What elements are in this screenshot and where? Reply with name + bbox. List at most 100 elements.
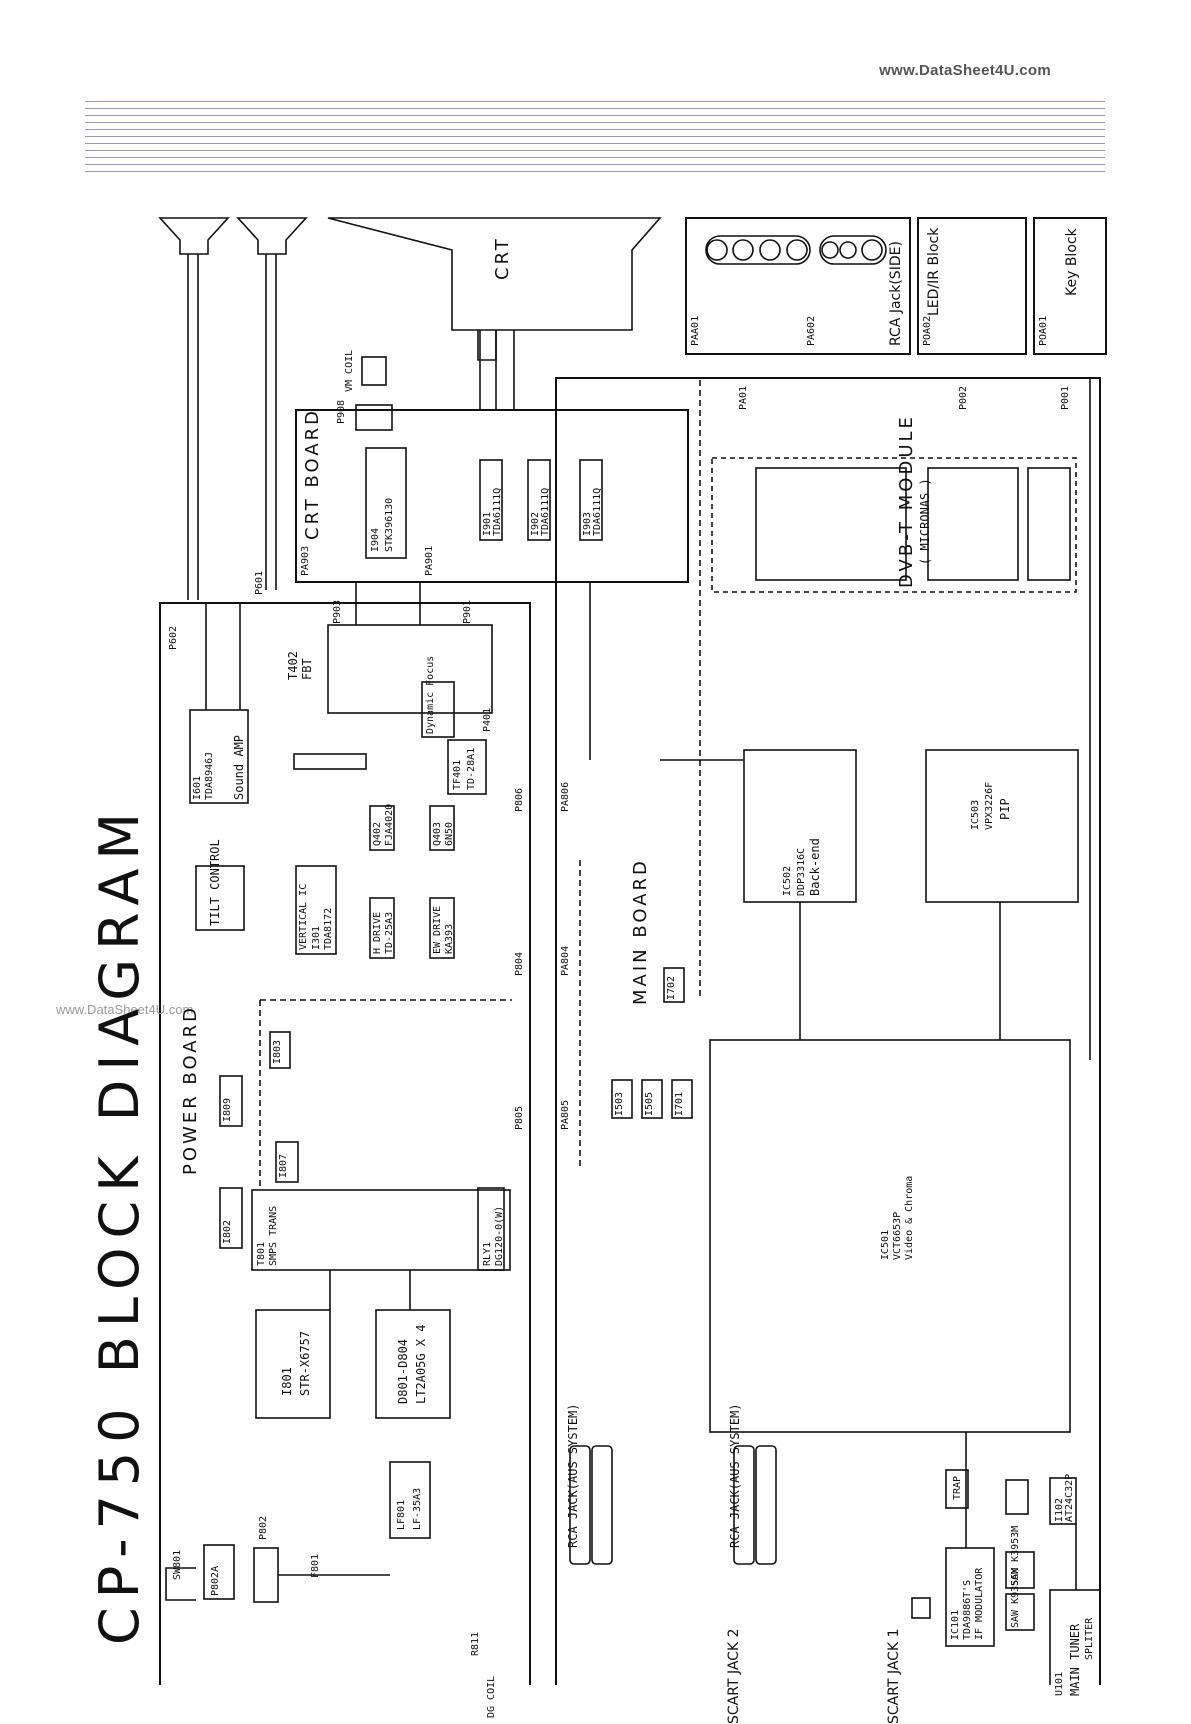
i102-part: AT24C32P — [1064, 1473, 1075, 1522]
crt-tube-label: CRT — [492, 236, 513, 280]
i803-block — [269, 1031, 291, 1069]
vm-coil-block — [361, 356, 387, 386]
f801-label: F801 — [310, 1553, 321, 1578]
rly1-block — [477, 1187, 505, 1271]
connector-p602: P602 — [168, 625, 179, 650]
ew-drive-name: EW DRIVE — [432, 905, 443, 954]
ic501-ref: IC501 — [880, 1229, 891, 1260]
fbt-ref: T402 — [286, 651, 300, 680]
smps-name: SMPS TRANS — [268, 1205, 279, 1266]
ic101-ref: IC101 — [950, 1609, 961, 1640]
connector-p908: P908 — [336, 399, 347, 424]
i801-block — [255, 1309, 331, 1419]
q402-block — [369, 805, 395, 851]
connector-p805: P805 — [514, 1105, 525, 1130]
saw2-block — [1005, 1593, 1035, 1631]
rca-side-frame — [685, 217, 911, 355]
ic101-part: TDA9886T'S — [962, 1579, 973, 1640]
header-rule — [85, 108, 1105, 109]
stk-ref: I904 — [370, 527, 381, 552]
i702-ref: I702 — [666, 975, 677, 1000]
connector-pa804: PA804 — [560, 945, 571, 976]
smps-ref: T801 — [256, 1241, 267, 1266]
rly1-ref: RLY1 — [482, 1241, 493, 1266]
speaker-left-icon — [158, 217, 230, 255]
p802-block — [253, 1547, 279, 1603]
p802-label: P802 — [258, 1515, 269, 1540]
ic502-ref: IC502 — [782, 865, 793, 896]
connector-p002: P002 — [958, 385, 969, 410]
watermark-mid: www.DataSheet4U.com — [56, 1002, 194, 1017]
q403-block — [429, 805, 455, 851]
i803-ref: I803 — [272, 1039, 283, 1064]
i802-ref: I802 — [222, 1219, 233, 1244]
p802a-label: P802A — [210, 1565, 221, 1596]
xtal-block — [1005, 1479, 1029, 1515]
scart2-label: SCART JACK 2 — [726, 1628, 742, 1724]
rly1-part: DG120-0(W) — [494, 1205, 505, 1266]
fbt-name: FBT — [300, 658, 314, 680]
vertical-ic-ref: I301 — [311, 925, 322, 950]
rca2-label: RCA JACK(AUS SYSTEM) — [566, 1403, 580, 1549]
i902-block — [527, 459, 551, 541]
i503-ref: I503 — [614, 1091, 625, 1116]
i801-part: STR-X6757 — [298, 1330, 312, 1396]
i701-block — [671, 1079, 693, 1119]
u101-ref: U101 — [1054, 1671, 1065, 1696]
i809-ref: I809 — [222, 1097, 233, 1122]
ic501-sub: Video & Chroma — [904, 1175, 915, 1260]
scart1-label: SCART JACK 1 — [886, 1628, 902, 1724]
dg-coil-label: DG COIL — [486, 1675, 497, 1718]
header-rule — [85, 129, 1105, 130]
header-rule — [85, 150, 1105, 151]
fbt-block — [327, 624, 493, 714]
i901-part: TDA6111Q — [492, 487, 503, 536]
connector-paa01: PAA01 — [690, 315, 701, 346]
trap-label: TRAP — [952, 1475, 963, 1500]
crt-board-label: CRT BOARD — [302, 407, 323, 540]
header-rule — [85, 101, 1105, 102]
p908-block — [355, 404, 393, 431]
diagram-title: CP-750 BLOCK DIAGRAM — [88, 804, 151, 1645]
key-block-label: Key Block — [1064, 228, 1080, 296]
ic503-name: PIP — [998, 798, 1012, 820]
dvbt-label: DVB-T MODULE — [896, 414, 917, 588]
main-board-label: MAIN BOARD — [630, 858, 651, 1005]
connector-pa805: PA805 — [560, 1099, 571, 1130]
i503-block — [611, 1079, 633, 1119]
rca-side-label: RCA Jack(SIDE) — [888, 241, 904, 346]
q403-ref: Q403 — [432, 821, 443, 846]
header-rule — [85, 157, 1105, 158]
h-drive-block — [369, 897, 395, 959]
vertical-ic-block — [295, 865, 337, 955]
i903-block — [579, 459, 603, 541]
r811-label: R811 — [470, 1631, 481, 1656]
saw2-label: SAW K9356M — [1010, 1567, 1021, 1628]
dvbt-sub-label: ( MICRONAS ) — [918, 478, 932, 565]
connector-poa02: POA02 — [922, 315, 933, 346]
vm-coil-label: VM COIL — [344, 349, 355, 392]
xtal2-block — [911, 1597, 931, 1619]
ic503-part: VPX3226F — [984, 781, 995, 830]
tf401-block — [447, 739, 487, 795]
i702-block — [663, 967, 685, 1003]
u101-block — [1049, 1589, 1101, 1685]
crt-board-frame — [295, 409, 689, 583]
connector-pa806: PA806 — [560, 781, 571, 812]
ew-drive-block — [429, 897, 455, 959]
i901-block — [479, 459, 503, 541]
header-rule — [85, 171, 1105, 172]
vertical-ic-part: TDA8172 — [323, 907, 334, 950]
ic101-sub: IF MODULATOR — [974, 1567, 985, 1640]
sound-amp-part: TDA8946J — [204, 751, 215, 800]
sound-amp-block — [189, 709, 249, 804]
header-rule — [85, 136, 1105, 137]
q403-part: 6N50 — [444, 821, 455, 846]
speaker-right-icon — [236, 217, 308, 255]
diodes-ref: D801-D804 — [396, 1338, 410, 1404]
i807-block — [275, 1141, 299, 1183]
ic503-ref: IC503 — [970, 799, 981, 830]
led-ir-frame — [917, 217, 1027, 355]
lf801-ref: LF801 — [396, 1499, 407, 1530]
i102-block — [1049, 1477, 1077, 1525]
